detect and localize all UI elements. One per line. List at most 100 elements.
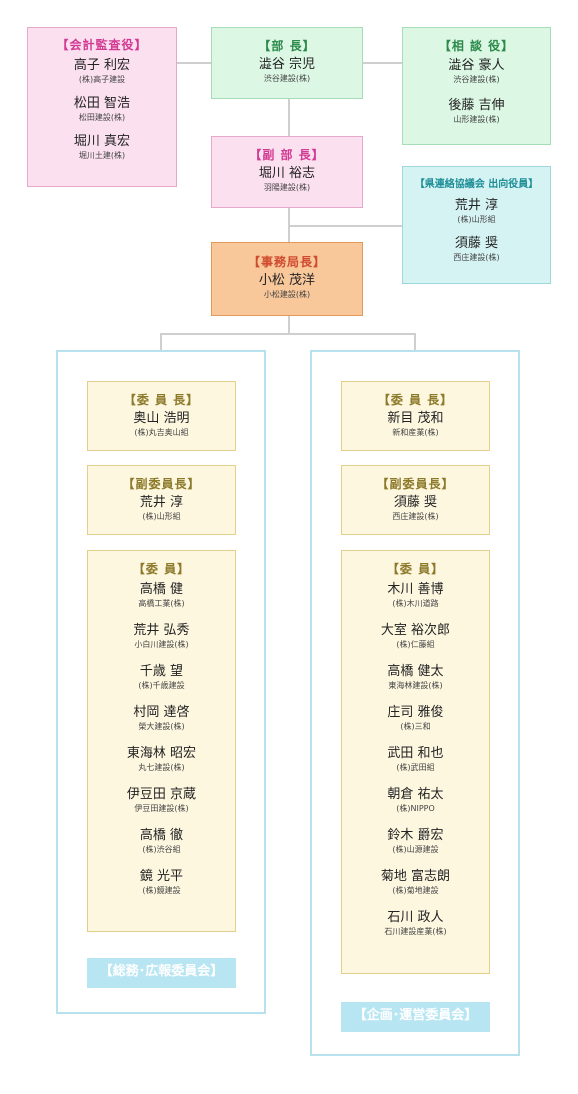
left-members-title: 【委 員】	[132, 562, 191, 576]
committee-right-label: 【企画･運営委員会】	[341, 1002, 490, 1032]
liaison-entry: 荒井 淳 (株)山形組	[403, 198, 550, 226]
left-vice-chair-box: 【副委員長】 荒井 淳 (株)山形組	[87, 465, 236, 535]
committee-left-label: 【総務･広報委員会】	[87, 958, 236, 988]
connector-director-vice	[288, 98, 290, 136]
member-entry: 伊豆田 京蔵 伊豆田建設(株)	[88, 787, 235, 815]
secretary-title: 【事務局長】	[247, 255, 326, 269]
connector-vice-secretary	[288, 208, 290, 242]
member-name: 鈴木 爵宏	[387, 828, 444, 843]
auditor-name: 堀川 真宏	[73, 134, 131, 149]
member-company: 高橋工業(株)	[138, 599, 185, 608]
left-vice-chair-title: 【副委員長】	[122, 477, 201, 491]
member-name: 東海林 昭宏	[126, 746, 197, 761]
member-entry: 木川 善博 (株)木川道路	[342, 582, 489, 610]
connector-liaison	[290, 225, 402, 227]
right-chair-name: 新目 茂和	[387, 411, 444, 426]
secretary-company: 小松建設(株)	[263, 290, 311, 299]
auditors-title: 【会計監査役】	[56, 38, 148, 52]
left-chair-box: 【委 員 長】 奥山 浩明 (株)丸吉奥山組	[87, 381, 236, 451]
right-vice-chair-name: 須藤 奨	[393, 495, 438, 510]
member-entry: 大室 裕次郎 (株)仁藤組	[342, 623, 489, 651]
secretary-name: 小松 茂洋	[258, 273, 316, 288]
connector-branch-horizontal	[160, 333, 416, 335]
member-name: 高橋 健太	[387, 664, 444, 679]
member-company: (株)武田組	[396, 763, 435, 772]
member-name: 武田 和也	[387, 746, 444, 761]
member-entry: 石川 政人 石川建設産業(株)	[342, 910, 489, 938]
connector-branch-right	[414, 333, 416, 351]
member-entry: 高橋 健太 東海林建設(株)	[342, 664, 489, 692]
advisor-name: 後藤 吉伸	[448, 98, 505, 113]
vice-director-company: 羽陽建設(株)	[263, 183, 311, 192]
member-company: (株)仁藤組	[396, 640, 435, 649]
liaison-title: 【県連絡協議会 出向役員】	[414, 179, 539, 190]
member-name: 庄司 雅俊	[387, 705, 444, 720]
advisors-box: 【相 談 役】 澁谷 豪人 渋谷建設(株) 後藤 吉伸 山形建設(株)	[402, 27, 551, 145]
secretary-general-box: 【事務局長】 小松 茂洋 小松建設(株)	[211, 242, 363, 316]
member-company: (株)三和	[400, 722, 431, 731]
right-vice-chair-company: 西庄建設(株)	[392, 512, 439, 521]
right-chair-title: 【委 員 長】	[377, 393, 454, 407]
member-name: 大室 裕次郎	[380, 623, 451, 638]
left-vice-chair-company: (株)山形組	[142, 512, 181, 521]
member-name: 伊豆田 京蔵	[126, 787, 197, 802]
member-company: 榮大建設(株)	[138, 722, 185, 731]
member-company: (株)木川道路	[392, 599, 439, 608]
member-company: (株)菊地建設	[392, 886, 439, 895]
left-members-box: 【委 員】 高橋 健 高橋工業(株) 荒井 弘秀 小白川建設(株) 千歳 望 (…	[87, 550, 236, 932]
connector-secretary-down	[288, 316, 290, 334]
advisor-entry: 後藤 吉伸 山形建設(株)	[403, 98, 550, 126]
auditor-name: 松田 智浩	[73, 96, 131, 111]
member-company: (株)千歳建設	[138, 681, 185, 690]
auditor-company: 堀川土建(株)	[78, 151, 126, 160]
member-entry: 村岡 達啓 榮大建設(株)	[88, 705, 235, 733]
member-name: 石川 政人	[387, 910, 444, 925]
auditor-company: (株)高子建設	[78, 75, 126, 84]
auditor-entry: 高子 利宏 (株)高子建設	[28, 58, 176, 86]
member-company: (株)NIPPO	[396, 804, 435, 813]
right-members-title: 【委 員】	[386, 562, 445, 576]
member-name: 菊地 富志朗	[380, 869, 451, 884]
member-name: 高橋 健	[139, 582, 184, 597]
liaison-entry: 須藤 奨 西庄建設(株)	[403, 236, 550, 264]
member-company: 東海林建設(株)	[388, 681, 443, 690]
right-vice-chair-box: 【副委員長】 須藤 奨 西庄建設(株)	[341, 465, 490, 535]
advisor-name: 澁谷 豪人	[448, 58, 505, 73]
right-members-box: 【委 員】 木川 善博 (株)木川道路 大室 裕次郎 (株)仁藤組 高橋 健太 …	[341, 550, 490, 974]
prefecture-liaison-box: 【県連絡協議会 出向役員】 荒井 淳 (株)山形組 須藤 奨 西庄建設(株)	[402, 166, 551, 284]
member-entry: 朝倉 祐太 (株)NIPPO	[342, 787, 489, 815]
auditor-company: 松田建設(株)	[78, 113, 126, 122]
advisor-entry: 澁谷 豪人 渋谷建設(株)	[403, 58, 550, 86]
liaison-company: (株)山形組	[457, 215, 496, 224]
member-company: 小白川建設(株)	[134, 640, 189, 649]
auditors-box: 【会計監査役】 高子 利宏 (株)高子建設 松田 智浩 松田建設(株) 堀川 真…	[27, 27, 177, 187]
liaison-name: 荒井 淳	[454, 198, 499, 213]
member-company: 丸七建設(株)	[138, 763, 185, 772]
member-name: 荒井 弘秀	[133, 623, 190, 638]
member-entry: 東海林 昭宏 丸七建設(株)	[88, 746, 235, 774]
member-name: 千歳 望	[139, 664, 184, 679]
auditor-entry: 堀川 真宏 堀川土建(株)	[28, 134, 176, 162]
member-company: (株)渋谷組	[142, 845, 181, 854]
liaison-name: 須藤 奨	[454, 236, 499, 251]
committee-right-panel: 【委 員 長】 新目 茂和 新和産業(株) 【副委員長】 須藤 奨 西庄建設(株…	[310, 350, 520, 1056]
auditor-name: 高子 利宏	[73, 58, 131, 73]
director-title: 【部 長】	[258, 39, 316, 53]
vice-director-box: 【副 部 長】 堀川 裕志 羽陽建設(株)	[211, 136, 363, 208]
advisor-company: 山形建設(株)	[453, 115, 500, 124]
director-box: 【部 長】 澁谷 宗児 渋谷建設(株)	[211, 27, 363, 99]
connector-director-advisors	[362, 62, 402, 64]
auditor-entry: 松田 智浩 松田建設(株)	[28, 96, 176, 124]
member-name: 高橋 徹	[139, 828, 184, 843]
member-company: 伊豆田建設(株)	[134, 804, 189, 813]
member-entry: 千歳 望 (株)千歳建設	[88, 664, 235, 692]
member-entry: 荒井 弘秀 小白川建設(株)	[88, 623, 235, 651]
member-company: 石川建設産業(株)	[384, 927, 447, 936]
member-entry: 菊地 富志朗 (株)菊地建設	[342, 869, 489, 897]
vice-director-name: 堀川 裕志	[258, 166, 316, 181]
right-vice-chair-title: 【副委員長】	[376, 477, 455, 491]
member-entry: 鈴木 爵宏 (株)山源建設	[342, 828, 489, 856]
member-name: 村岡 達啓	[133, 705, 190, 720]
liaison-company: 西庄建設(株)	[453, 253, 500, 262]
advisor-company: 渋谷建設(株)	[453, 75, 500, 84]
